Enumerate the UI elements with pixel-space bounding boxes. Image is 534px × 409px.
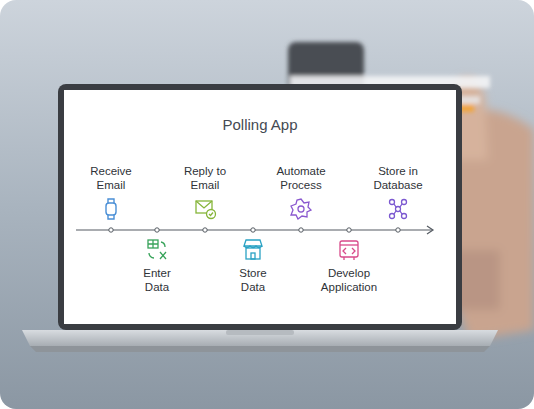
- email-reply-icon: [196, 201, 216, 219]
- step-label: Store in Database: [366, 164, 430, 192]
- step-label: Receive Email: [80, 164, 142, 192]
- store-icon: [244, 240, 262, 259]
- step-label: Develop Application: [312, 266, 386, 294]
- timeline-dots: [109, 228, 400, 232]
- code-icon: [340, 241, 358, 260]
- gear-icon: [291, 199, 311, 219]
- laptop-notch: [226, 330, 294, 335]
- timeline-arrowhead: [427, 226, 433, 234]
- laptop-lip: [30, 346, 490, 352]
- step-label: Enter Data: [132, 266, 182, 294]
- step-label: Store Data: [228, 266, 278, 294]
- diagram-title: Polling App: [66, 116, 454, 134]
- watch-icon: [106, 199, 116, 219]
- step-label: Automate Process: [264, 164, 338, 192]
- database-icon: [390, 200, 407, 219]
- spreadsheet-icon: [148, 240, 166, 259]
- screen: [64, 90, 456, 324]
- screen-bezel: [58, 84, 462, 330]
- laptop-base: [22, 330, 498, 346]
- step-label: Reply to Email: [174, 164, 236, 192]
